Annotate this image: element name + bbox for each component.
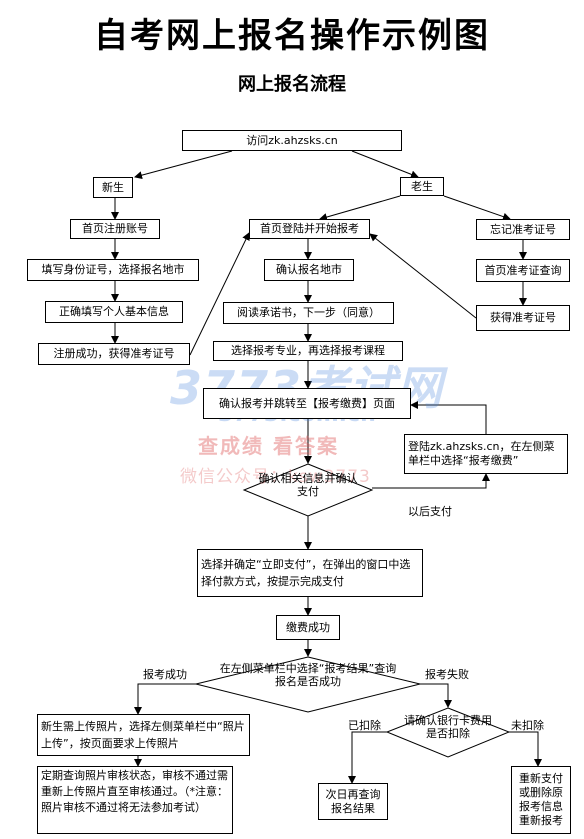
edge-visit-old xyxy=(351,150,419,179)
edge-check-success xyxy=(134,683,196,715)
node-confirm-jump: 确认报考并跳转至【报考缴费】页面 xyxy=(203,388,411,419)
edge-visit-new xyxy=(134,150,233,180)
node-login-start: 首页登陆并开始报考 xyxy=(249,219,370,239)
node-later-login: 登陆zk.ahzsks.cn，在左侧菜单栏中选择“报考缴费” xyxy=(404,434,568,474)
node-query-ticket: 首页准考证查询 xyxy=(476,259,570,282)
node-fill-id: 填写身份证号，选择报名地市 xyxy=(27,259,199,281)
watermark-wechat: 微信公众号：ksw3773 xyxy=(180,467,371,487)
node-old-student: 老生 xyxy=(400,177,444,196)
edge-deducted xyxy=(348,731,387,784)
edge-not-deducted xyxy=(509,731,542,767)
diamond-confirm-pay-label: 确认相关信息并确认支付 xyxy=(258,472,358,498)
node-select-pay: 选择并确定“立即支付”，在弹出的窗口中选择付款方式，按提示完成支付 xyxy=(197,549,423,597)
diamond-confirm-pay xyxy=(242,463,374,517)
node-read-promise: 阅读承诺书，下一步（同意） xyxy=(223,302,394,324)
edge-old-login xyxy=(319,195,401,221)
node-repay: 重新支付或删除原报考信息重新报考 xyxy=(511,766,571,834)
edge-old-forgot xyxy=(443,195,511,221)
diamond-check-result-label: 在左侧菜单栏中选择“报考结果”查询报名是否成功 xyxy=(219,662,397,688)
edge-get-login xyxy=(369,233,477,319)
page-subtitle: 网上报名流程 xyxy=(238,74,346,95)
node-register-done: 注册成功，获得准考证号 xyxy=(38,343,190,365)
node-pay-success: 缴费成功 xyxy=(276,615,340,640)
node-check-photo: 定期查询照片审核状态，审核不通过需重新上传照片直至审核通过。（*注意：照片审核不… xyxy=(37,766,233,834)
edge-label-not-deducted: 未扣除 xyxy=(511,719,544,732)
watermark-slogan: 查成绩 看答案 xyxy=(198,434,339,458)
node-confirm-city: 确认报名地市 xyxy=(264,259,354,281)
edge-label-later-pay: 以后支付 xyxy=(408,505,452,518)
edge-done-login xyxy=(189,232,250,356)
node-get-ticket: 获得准考证号 xyxy=(476,305,570,331)
node-fill-info: 正确填写个人基本信息 xyxy=(45,301,183,323)
node-upload-photo: 新生需上传照片，选择左侧菜单栏中“照片上传”，按页面要求上传照片 xyxy=(37,714,250,756)
node-next-day: 次日再查询报名结果 xyxy=(318,783,388,820)
node-forgot-ticket: 忘记准考证号 xyxy=(476,219,570,240)
node-register-account: 首页注册账号 xyxy=(70,219,160,239)
diamond-check-result xyxy=(195,656,421,713)
diamond-confirm-deduct xyxy=(385,707,511,758)
edge-later-jump xyxy=(410,401,487,434)
edge-diamond-later xyxy=(372,473,490,489)
node-select-course: 选择报考专业，再选择报考课程 xyxy=(213,341,403,361)
diamond-confirm-deduct-label: 请确认银行卡费用是否扣除 xyxy=(404,714,492,740)
edge-label-reg-fail: 报考失败 xyxy=(425,668,469,681)
node-visit: 访问zk.ahzsks.cn xyxy=(182,130,402,151)
node-new-student: 新生 xyxy=(93,177,133,198)
edge-label-deducted: 已扣除 xyxy=(348,719,381,732)
edge-label-reg-success: 报考成功 xyxy=(143,668,187,681)
page-title: 自考网上报名操作示例图 xyxy=(94,16,490,56)
edge-check-fail xyxy=(420,683,452,708)
